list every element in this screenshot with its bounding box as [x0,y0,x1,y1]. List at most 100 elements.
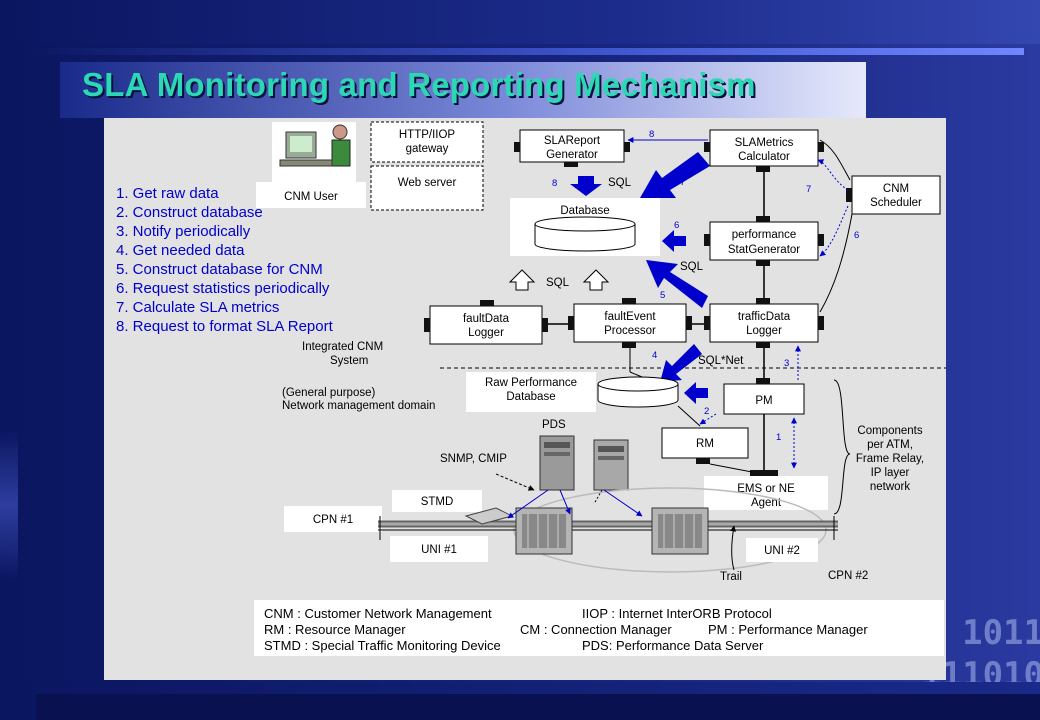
cpn1-box [284,506,382,532]
slide-title: SLA Monitoring and Reporting Mechanism [82,66,756,103]
step-8: 8. Request to format SLA Report [116,318,334,335]
switch-icon-2 [651,507,709,555]
num-2: 2 [704,406,709,417]
num-1: 1 [776,432,781,443]
header-rule [18,48,1024,55]
title-band [60,62,866,118]
gateway-box [370,121,484,163]
components-label-5: network [870,481,911,493]
num-6b: 6 [854,230,859,241]
ems-label-1: EMS or NE [737,483,795,495]
num-3: 3 [784,358,789,369]
components-label-1: Components [857,425,922,437]
num-7b: 7 [806,184,811,195]
sql-net: SQL*Net [698,355,744,367]
step-3: 3. Notify periodically [116,223,251,240]
traffic-logger-label-1: trafficData [738,311,791,323]
web-server-box [370,165,484,211]
uni1-box [390,536,488,562]
step-5: 5. Construct database for CNM [116,261,323,278]
database-cylinder-icon [534,216,636,252]
perf-stat-label-2: StatGenerator [728,244,800,256]
cnm-scheduler-label-1: CNM [883,183,909,195]
sql-mid: SQL [680,261,704,273]
left-decoration [0,430,18,580]
top-bar [0,0,1040,44]
stmd-label: STMD [421,496,454,508]
integrated-label-2: System [330,355,368,367]
integrated-label-1: Integrated CNM [302,341,383,353]
cnm-scheduler-label-2: Scheduler [870,197,922,209]
legend-row2-col1: RM : Resource Manager [264,622,406,637]
legend-box [254,600,944,656]
num-4: 4 [652,350,657,361]
legend-row2-col2: CM : Connection Manager [520,622,672,637]
cnm-user-icon [272,122,356,182]
raw-perf-db-label-1: Raw Performance [485,377,577,389]
uni1-label: UNI #1 [421,544,457,556]
step-6: 6. Request statistics periodically [116,280,330,297]
bottom-strip [36,694,1040,720]
uni2-box [746,538,818,562]
num-6a: 6 [674,220,679,231]
raw-db-cylinder-icon [597,376,679,408]
rm-label: RM [696,438,714,450]
stmd-box [392,490,482,512]
sla-metrics-label-1: SLAMetrics [735,137,794,149]
cnm-user-box [256,182,366,208]
ems-label-2: Agent [751,497,782,509]
trail-label: Trail [720,571,742,583]
fault-event-label-1: faultEvent [604,311,656,323]
sql-up: SQL [546,277,570,289]
cnm-scheduler-box [851,175,941,215]
components-label-4: IP layer [871,467,910,479]
raw-perf-db-box [466,372,596,412]
sla-report-label-2: Generator [546,149,598,161]
num-8b: 8 [552,178,557,189]
snmp-label: SNMP, CMIP [440,453,507,465]
raw-perf-db-label-2: Database [506,391,555,403]
cpn1-label: CPN #1 [313,514,353,526]
legend-row1-col1: CNM : Customer Network Management [264,606,492,621]
web-server-label: Web server [398,177,457,189]
legend-row3-col2: PDS: Performance Data Server [582,638,764,653]
num-8a: 8 [649,129,654,140]
components-label-3: Frame Relay, [856,453,924,465]
pds-label: PDS [542,419,566,431]
sql-top: SQL [608,177,632,189]
legend-row3-col1: STMD : Special Traffic Monitoring Device [264,638,501,653]
ems-box [704,476,828,510]
database-label: Database [560,205,609,217]
legend-row2-col3: PM : Performance Manager [708,622,868,637]
legend-row1-col2: IIOP : Internet InterORB Protocol [582,606,772,621]
step-7: 7. Calculate SLA metrics [116,299,279,316]
traffic-logger-label-2: Logger [746,325,782,337]
perf-stat-label-1: performance [732,229,797,241]
fault-event-label-2: Processor [604,325,656,337]
step-2: 2. Construct database [116,204,263,221]
fault-logger-label-2: Logger [468,327,504,339]
num-5: 5 [660,290,665,301]
switch-icon-1 [515,507,573,555]
uni2-label: UNI #2 [764,545,800,557]
pm-label: PM [755,395,772,407]
cpn2-label: CPN #2 [828,570,868,582]
diagram-canvas: CNM User HTTP/IIOP gateway Web server 1.… [116,121,946,656]
step-4: 4. Get needed data [116,242,245,259]
diagram-panel: CNM User HTTP/IIOP gateway Web server 1.… [104,118,946,680]
gateway-label-1: HTTP/IIOP [399,129,456,141]
general-label-2: Network management domain [282,400,435,412]
fault-logger-label-1: faultData [463,313,510,325]
step-1: 1. Get raw data [116,185,219,202]
cnm-user-label: CNM User [284,191,338,203]
gateway-label-2: gateway [406,143,449,155]
general-label-1: (General purpose) [282,387,375,399]
sla-metrics-label-2: Calculator [738,151,790,163]
binary-line-1: 1011 [962,613,1040,653]
rm-box [661,427,749,459]
steps-list: 1. Get raw data 2. Construct database 3.… [116,185,334,335]
pm-box [723,383,805,415]
perf-stat-box [709,221,819,261]
pds-server-icon [539,435,629,491]
num-7a: 7 [680,177,685,188]
